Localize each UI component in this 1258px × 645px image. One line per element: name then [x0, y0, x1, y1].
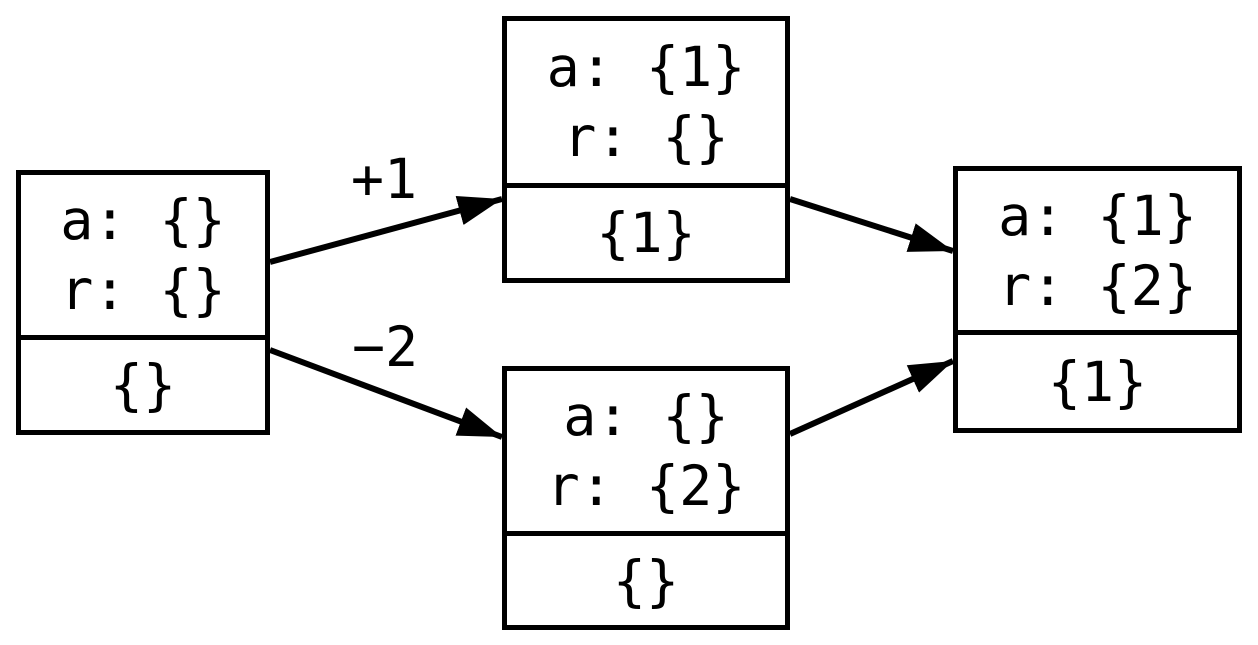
state-value: {1}: [507, 183, 785, 278]
state-node-after-plus1: a: {1} r: {} {1}: [502, 16, 790, 283]
field-a: a: {}: [60, 188, 226, 252]
edge-label-minus2: −2: [351, 315, 419, 379]
field-a: a: {1}: [998, 183, 1197, 248]
state-node-after-minus2: a: {} r: {2} {}: [502, 366, 790, 630]
state-value: {}: [507, 531, 785, 625]
state-value: {}: [21, 335, 265, 430]
edge-minus2-line: [268, 347, 504, 440]
state-fields: a: {} r: {2}: [507, 371, 785, 531]
field-r: r: {}: [563, 105, 729, 169]
field-r: r: {}: [60, 258, 226, 322]
field-r: r: {2}: [546, 454, 746, 518]
edge-top-merge-line: [789, 196, 954, 254]
state-node-merged: a: {1} r: {2} {1}: [953, 166, 1242, 433]
state-fields: a: {} r: {}: [21, 175, 265, 335]
field-a: a: {}: [563, 384, 729, 448]
edge-plus1-line: [269, 196, 503, 265]
field-a: a: {1}: [546, 35, 746, 99]
field-r: r: {2}: [998, 253, 1197, 318]
edge-label-plus1: +1: [350, 147, 418, 211]
state-fields: a: {1} r: {2}: [958, 171, 1237, 330]
state-value: {1}: [958, 330, 1237, 428]
state-fields: a: {1} r: {}: [507, 21, 785, 183]
state-node-initial: a: {} r: {} {}: [16, 170, 270, 435]
edge-bottom-merge-line: [788, 358, 955, 437]
